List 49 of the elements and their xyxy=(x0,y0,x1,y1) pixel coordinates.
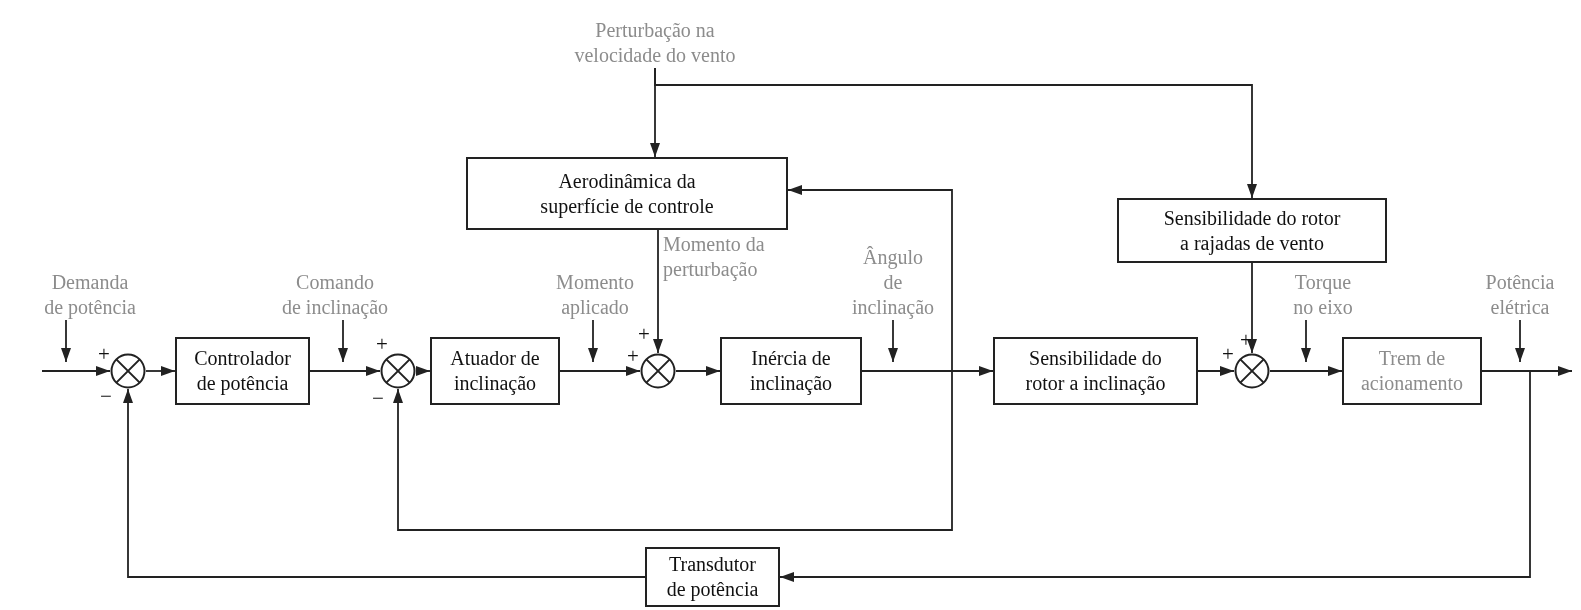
sign-label: + xyxy=(1222,344,1234,365)
process-block: Sensibilidade do rotor a inclinação xyxy=(993,337,1198,405)
summing-junction xyxy=(640,353,676,389)
sign-label: − xyxy=(372,388,384,409)
signal-label: Potência elétrica xyxy=(1480,268,1560,320)
sign-label: − xyxy=(100,386,112,407)
process-block: Trem de acionamento xyxy=(1342,337,1482,405)
signal-arrow xyxy=(779,370,1531,582)
summing-junction xyxy=(1234,353,1270,389)
leader-arrow xyxy=(338,319,348,363)
signal-arrow xyxy=(654,67,1257,199)
process-block: Atuador de inclinação xyxy=(430,337,560,405)
sign-label: + xyxy=(638,324,650,345)
signal-label: Ângulo de inclinação xyxy=(848,243,938,320)
signal-arrow xyxy=(123,388,646,578)
sign-label: + xyxy=(1240,330,1252,351)
signal-label: Momento aplicado xyxy=(545,268,645,320)
signal-arrow xyxy=(309,366,381,376)
signal-label: Demanda de potência xyxy=(40,268,140,320)
signal-arrow xyxy=(1247,262,1257,354)
leader-arrow xyxy=(588,319,598,363)
signal-arrow xyxy=(393,370,953,531)
process-block: Inércia de inclinação xyxy=(720,337,862,405)
summing-junction xyxy=(110,353,146,389)
signal-label: Perturbação na velocidade do vento xyxy=(545,6,765,68)
process-block: Controlador de potência xyxy=(175,337,310,405)
signal-arrow xyxy=(559,366,641,376)
signal-arrow xyxy=(41,366,111,376)
summing-junction xyxy=(380,353,416,389)
signal-arrow xyxy=(653,229,663,354)
signal-arrow xyxy=(675,366,721,376)
signal-arrow xyxy=(1269,366,1343,376)
signal-label: Comando de inclinação xyxy=(270,268,400,320)
signal-label: Momento da perturbação xyxy=(663,232,765,282)
sign-label: + xyxy=(376,334,388,355)
signal-arrow xyxy=(787,185,953,372)
leader-arrow xyxy=(61,319,71,363)
signal-arrow xyxy=(1197,366,1235,376)
sign-label: + xyxy=(98,344,110,365)
process-block: Transdutor de potência xyxy=(645,547,780,607)
leader-arrow xyxy=(888,319,898,363)
signal-label: Torque no eixo xyxy=(1282,268,1364,320)
leader-arrow xyxy=(1515,319,1525,363)
process-block: Aerodinâmica da superfície de controle xyxy=(466,157,788,230)
signal-arrow xyxy=(415,366,431,376)
leader-arrow xyxy=(1301,319,1311,363)
process-block: Sensibilidade do rotor a rajadas de vento xyxy=(1117,198,1387,263)
signal-arrow xyxy=(145,366,176,376)
sign-label: + xyxy=(627,346,639,367)
